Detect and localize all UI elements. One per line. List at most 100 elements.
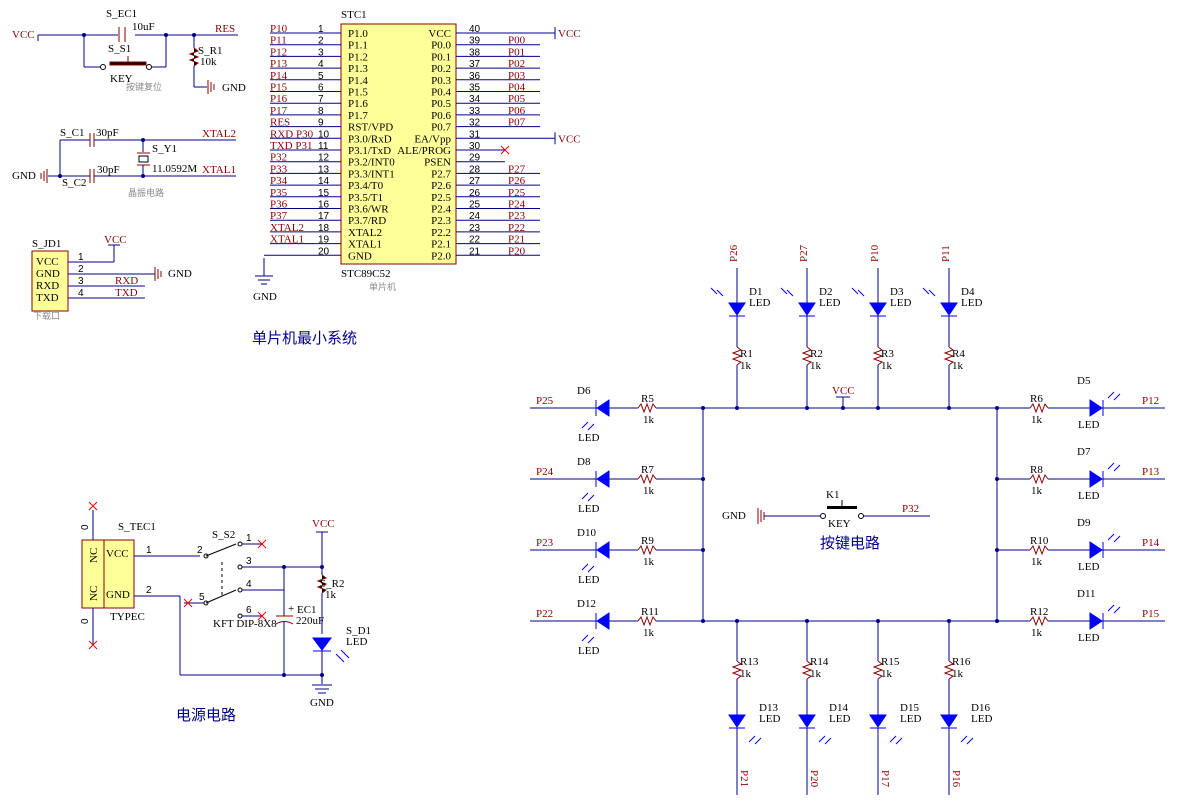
res-designator: R6	[1030, 393, 1043, 405]
mcu-pin-name: P0.2	[431, 63, 451, 75]
mcu-pin-num: 15	[318, 188, 330, 199]
mcu-pin-name: XTAL2	[348, 227, 382, 239]
mcu-pin-net: P14	[270, 70, 288, 82]
reset-switch-designator: S_S1	[108, 43, 131, 55]
power-title: 电源电路	[176, 706, 236, 724]
res-value: 1k	[643, 414, 655, 426]
power-circuit: S_TEC1 VCC GND NC NC TYPEC 0 0 1 2 S_S2 …	[80, 501, 371, 724]
led-designator: D2	[819, 286, 832, 298]
mcu-pin-name: P1.6	[348, 98, 368, 110]
res-designator: R15	[881, 656, 900, 668]
download-txd-label: TXD	[115, 287, 138, 299]
res-designator: R5	[641, 393, 654, 405]
mcu-pin-num: 5	[318, 71, 324, 82]
mcu-pin-name: P2.3	[431, 215, 451, 227]
led-value: LED	[578, 432, 599, 444]
mcu-pin-name: P2.5	[431, 192, 451, 204]
mcu-pin-name: P3.7/RD	[348, 215, 386, 227]
crystal-y-value: 11.0592M	[152, 163, 197, 175]
mcu-pin-num: 19	[318, 235, 330, 246]
power-conn-designator: S_TEC1	[118, 521, 156, 533]
led-value: LED	[900, 713, 921, 725]
res-value: 1k	[810, 668, 822, 680]
mcu-pin-net: P12	[270, 46, 287, 58]
led-value: LED	[819, 297, 840, 309]
mcu-pin-name: P1.7	[348, 110, 368, 122]
mcu-pin-name: P3.0/RxD	[348, 133, 392, 145]
res-designator: R4	[952, 348, 965, 360]
led-circuit: VCC P26D1LEDR11kP27D2LEDR21kP10D3LEDR31k…	[530, 244, 1165, 795]
led-designator: D1	[749, 286, 762, 298]
key-net-label: P32	[902, 503, 919, 515]
led-value: LED	[961, 297, 982, 309]
mcu-pin-name: P1.2	[348, 51, 368, 63]
download-port: S_JD1 VCC GND RXD TXD 1 2 3 4 VCC GND RX…	[31, 234, 192, 322]
crystal-y-designator: S_Y1	[152, 143, 177, 155]
mcu-pin-num: 6	[318, 83, 324, 94]
mcu-subtitle: 单片机	[369, 281, 396, 293]
mcu-model: STC89C52	[341, 268, 391, 280]
power-switch-designator: S_S2	[212, 529, 235, 541]
mcu-pin-num: 31	[469, 129, 481, 140]
mcu-pin-net: P06	[508, 105, 526, 117]
mcu-pin-net: P11	[270, 35, 287, 47]
res-designator: R1	[740, 348, 753, 360]
mcu-pin-num: 24	[469, 211, 481, 222]
led-net-label: P26	[728, 244, 740, 262]
led-designator: D5	[1077, 375, 1091, 387]
led-value: LED	[971, 713, 992, 725]
mcu-pin-net: P07	[508, 117, 526, 129]
power-pin2-num: 2	[146, 585, 152, 596]
res-designator: R12	[1030, 606, 1048, 618]
mcu-pin-net: VCC	[558, 133, 581, 145]
power-sw-pin1: 1	[246, 533, 252, 544]
mcu-pin-name: P1.3	[348, 63, 368, 75]
mcu-pin-name: P0.0	[431, 40, 451, 52]
download-pin3-num: 3	[78, 276, 84, 287]
mcu-pin-net: P21	[508, 234, 525, 246]
led-value: LED	[578, 503, 599, 515]
led-value: LED	[1078, 490, 1099, 502]
mcu-pin-net: P22	[508, 222, 525, 234]
led-net-label: P13	[1142, 466, 1160, 478]
mcu-pin-name: P2.4	[431, 204, 451, 216]
mcu-pin-num: 21	[469, 246, 481, 257]
res-designator: R7	[641, 464, 654, 476]
mcu-pin-name: P0.1	[431, 51, 451, 63]
led-net-label: P24	[536, 466, 554, 478]
led-net-label: P27	[798, 244, 810, 262]
led-designator: D6	[577, 385, 591, 397]
mcu-pin-net: P32	[270, 152, 287, 164]
mcu-pin-name: P2.2	[431, 227, 451, 239]
led-net-label: P10	[869, 244, 881, 262]
mcu-pin-net: P34	[270, 175, 288, 187]
mcu-pin-name: P1.5	[348, 87, 368, 99]
led-net-label: P15	[1142, 608, 1160, 620]
mcu-pin-name: P1.0	[348, 28, 368, 40]
mcu-pin-net: P02	[508, 58, 525, 70]
mcu-pin-net: VCC	[558, 28, 581, 40]
mcu-pin-name: ALE/PROG	[397, 145, 451, 157]
crystal-c1-designator: S_C1	[60, 127, 84, 139]
crystal-c2-designator: S_C2	[62, 177, 86, 189]
mcu-pin-num: 32	[469, 118, 481, 129]
mcu-pin-net: P10	[270, 23, 288, 35]
mcu-pin-num: 11	[318, 141, 329, 152]
reset-net-label: RES	[215, 23, 235, 35]
power-gnd-label: GND	[310, 697, 334, 709]
mcu-pin-num: 7	[318, 94, 324, 105]
mcu-pin-name: P2.6	[431, 180, 451, 192]
mcu-pin-name: P3.1/TxD	[348, 145, 391, 157]
mcu-pin-net: P13	[270, 58, 288, 70]
led-net-label: P11	[940, 245, 952, 262]
led-designator: D11	[1077, 588, 1096, 600]
led-value: LED	[1078, 632, 1099, 644]
led-net-label: P16	[950, 770, 962, 788]
led-value: LED	[1078, 419, 1099, 431]
download-gnd-label: GND	[168, 268, 192, 280]
mcu-pin-num: 8	[318, 106, 324, 117]
mcu-pin-name: P1.1	[348, 40, 368, 52]
